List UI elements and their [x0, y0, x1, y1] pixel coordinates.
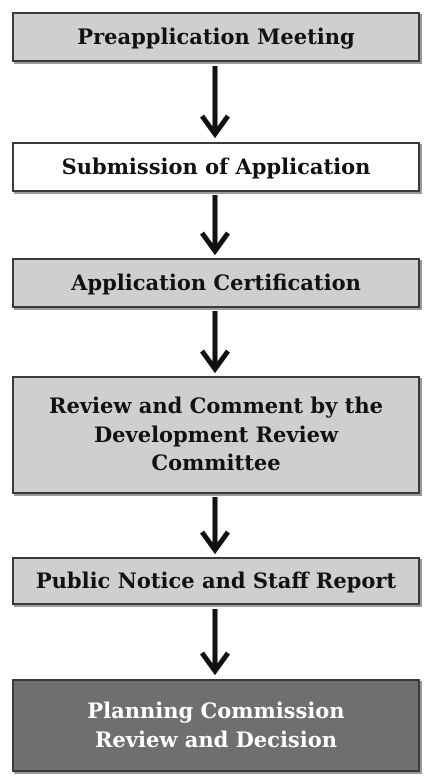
down-arrow-icon — [199, 66, 231, 138]
step-label: Application Certification — [71, 269, 361, 295]
step-label-line: Review and Comment by the — [49, 393, 383, 419]
step-label-line: Planning Commission — [87, 698, 345, 724]
down-arrow-icon — [199, 195, 231, 255]
down-arrow-icon — [199, 497, 231, 554]
step-label-line: Committee — [151, 450, 281, 476]
down-arrow-icon — [199, 311, 231, 373]
step-label-line: Development Review — [93, 421, 339, 447]
step-preapplication-meeting: Preapplication Meeting — [12, 12, 420, 62]
step-label: Planning Commission Review and Decision — [87, 697, 344, 754]
step-planning-commission-review: Planning Commission Review and Decision — [12, 679, 420, 772]
step-application-certification: Application Certification — [12, 258, 420, 308]
step-label: Submission of Application — [61, 153, 371, 179]
step-public-notice-and-staff-report: Public Notice and Staff Report — [12, 557, 420, 605]
step-submission-of-application: Submission of Application — [12, 142, 420, 192]
step-label: Public Notice and Staff Report — [35, 567, 397, 593]
step-label-line: Review and Decision — [94, 726, 337, 752]
step-label: Review and Comment by the Development Re… — [49, 392, 383, 477]
step-label: Preapplication Meeting — [77, 23, 355, 49]
down-arrow-icon — [199, 609, 231, 675]
step-review-and-comment: Review and Comment by the Development Re… — [12, 376, 420, 494]
